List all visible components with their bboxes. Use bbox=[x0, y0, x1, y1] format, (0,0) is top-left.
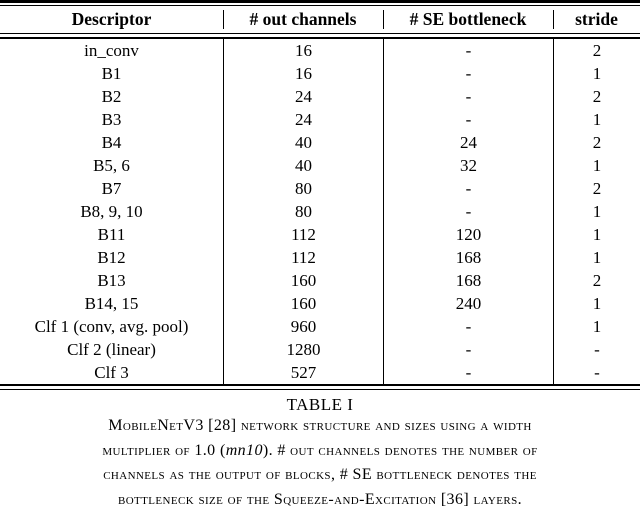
cell-out-channels: 40 bbox=[223, 154, 383, 177]
cell-stride: 1 bbox=[553, 292, 640, 315]
cell-se-bottleneck: 240 bbox=[383, 292, 553, 315]
header-bottom-rule bbox=[0, 33, 640, 39]
table-row: B2 24 - 2 bbox=[0, 85, 640, 108]
cell-stride: 1 bbox=[553, 108, 640, 131]
table-header: Descriptor # out channels # SE bottlenec… bbox=[0, 6, 640, 33]
caption-line-4: bottleneck size of the Squeeze-and-Excit… bbox=[117, 490, 523, 508]
header-column-divider bbox=[223, 10, 224, 29]
table-row: B1 16 - 1 bbox=[0, 62, 640, 85]
table-row: Clf 2 (linear) 1280 - - bbox=[0, 338, 640, 361]
cell-se-bottleneck: - bbox=[383, 39, 553, 62]
table-row: B7 80 - 2 bbox=[0, 177, 640, 200]
cell-stride: 1 bbox=[553, 200, 640, 223]
table-row: Clf 3 527 - - bbox=[0, 361, 640, 384]
table-caption: TABLE I MobileNetV3 [28] network structu… bbox=[0, 395, 640, 508]
column-header-se-bottleneck: # SE bottleneck bbox=[409, 9, 527, 29]
cell-descriptor: Clf 3 bbox=[94, 363, 129, 382]
cell-descriptor: in_conv bbox=[84, 41, 139, 60]
cell-stride: 2 bbox=[553, 85, 640, 108]
cell-stride: 1 bbox=[553, 246, 640, 269]
header-column-divider bbox=[383, 10, 384, 29]
cell-descriptor: Clf 2 (linear) bbox=[67, 340, 156, 359]
cell-stride: 1 bbox=[553, 315, 640, 338]
cell-out-channels: 16 bbox=[223, 39, 383, 62]
cell-out-channels: 24 bbox=[223, 108, 383, 131]
cell-stride: 2 bbox=[553, 177, 640, 200]
table-row: B3 24 - 1 bbox=[0, 108, 640, 131]
cell-stride: 1 bbox=[553, 223, 640, 246]
cell-descriptor: Clf 1 (conv, avg. pool) bbox=[34, 317, 189, 336]
header-column-divider bbox=[553, 10, 554, 29]
cell-out-channels: 960 bbox=[223, 315, 383, 338]
cell-out-channels: 80 bbox=[223, 177, 383, 200]
cell-out-channels: 16 bbox=[223, 62, 383, 85]
cell-descriptor: B12 bbox=[97, 248, 126, 267]
cell-stride: - bbox=[553, 361, 640, 384]
table-row: B13 160 168 2 bbox=[0, 269, 640, 292]
cell-descriptor: B11 bbox=[97, 225, 126, 244]
caption-line-1: MobileNetV3 [28] network structure and s… bbox=[108, 417, 532, 434]
caption-line-2: multiplier of 1.0 (mn10). # out channels… bbox=[102, 441, 538, 459]
table-row: Clf 1 (conv, avg. pool) 960 - 1 bbox=[0, 315, 640, 338]
cell-stride: 2 bbox=[553, 39, 640, 62]
cell-out-channels: 80 bbox=[223, 200, 383, 223]
table-row: B14, 15 160 240 1 bbox=[0, 292, 640, 315]
table-row: B5, 6 40 32 1 bbox=[0, 154, 640, 177]
cell-descriptor: B13 bbox=[97, 271, 126, 290]
cell-descriptor: B2 bbox=[101, 87, 122, 106]
cell-out-channels: 112 bbox=[223, 223, 383, 246]
cell-se-bottleneck: - bbox=[383, 62, 553, 85]
cell-se-bottleneck: - bbox=[383, 177, 553, 200]
cell-se-bottleneck: 120 bbox=[383, 223, 553, 246]
table-row: in_conv 16 - 2 bbox=[0, 39, 640, 62]
cell-out-channels: 24 bbox=[223, 85, 383, 108]
table-row: B8, 9, 10 80 - 1 bbox=[0, 200, 640, 223]
cell-descriptor: B4 bbox=[101, 133, 122, 152]
column-header-descriptor: Descriptor bbox=[71, 9, 152, 29]
cell-se-bottleneck: - bbox=[383, 108, 553, 131]
cell-descriptor: B1 bbox=[101, 64, 122, 83]
cell-se-bottleneck: 168 bbox=[383, 269, 553, 292]
cell-descriptor: B5, 6 bbox=[93, 156, 130, 175]
caption-label: TABLE I bbox=[286, 395, 354, 414]
table-top-rule bbox=[0, 0, 640, 6]
cell-se-bottleneck: 168 bbox=[383, 246, 553, 269]
cell-descriptor: B7 bbox=[101, 179, 122, 198]
cell-se-bottleneck: - bbox=[383, 315, 553, 338]
cell-out-channels: 160 bbox=[223, 269, 383, 292]
table-row: B12 112 168 1 bbox=[0, 246, 640, 269]
table-row: B4 40 24 2 bbox=[0, 131, 640, 154]
cell-descriptor: B3 bbox=[101, 110, 122, 129]
table-body: in_conv 16 - 2 B1 16 - 1 B2 24 - 2 B3 24… bbox=[0, 39, 640, 384]
cell-out-channels: 112 bbox=[223, 246, 383, 269]
caption-line-3: channels as the output of blocks, # SE b… bbox=[103, 466, 537, 483]
table-bottom-rule bbox=[0, 384, 640, 390]
cell-stride: 1 bbox=[553, 62, 640, 85]
italic-term: mn10 bbox=[225, 441, 263, 459]
cell-stride: 2 bbox=[553, 131, 640, 154]
table-row: B11 112 120 1 bbox=[0, 223, 640, 246]
cell-out-channels: 40 bbox=[223, 131, 383, 154]
column-header-out-channels: # out channels bbox=[249, 9, 357, 29]
cell-descriptor: B14, 15 bbox=[84, 294, 139, 313]
cell-stride: 2 bbox=[553, 269, 640, 292]
cell-se-bottleneck: - bbox=[383, 200, 553, 223]
cell-se-bottleneck: - bbox=[383, 361, 553, 384]
column-header-stride: stride bbox=[575, 9, 618, 29]
cell-out-channels: 527 bbox=[223, 361, 383, 384]
cell-out-channels: 160 bbox=[223, 292, 383, 315]
cell-se-bottleneck: 32 bbox=[383, 154, 553, 177]
cell-se-bottleneck: - bbox=[383, 338, 553, 361]
cell-stride: - bbox=[553, 338, 640, 361]
cell-se-bottleneck: - bbox=[383, 85, 553, 108]
cell-stride: 1 bbox=[553, 154, 640, 177]
cell-descriptor: B8, 9, 10 bbox=[80, 202, 143, 221]
cell-se-bottleneck: 24 bbox=[383, 131, 553, 154]
cell-out-channels: 1280 bbox=[223, 338, 383, 361]
